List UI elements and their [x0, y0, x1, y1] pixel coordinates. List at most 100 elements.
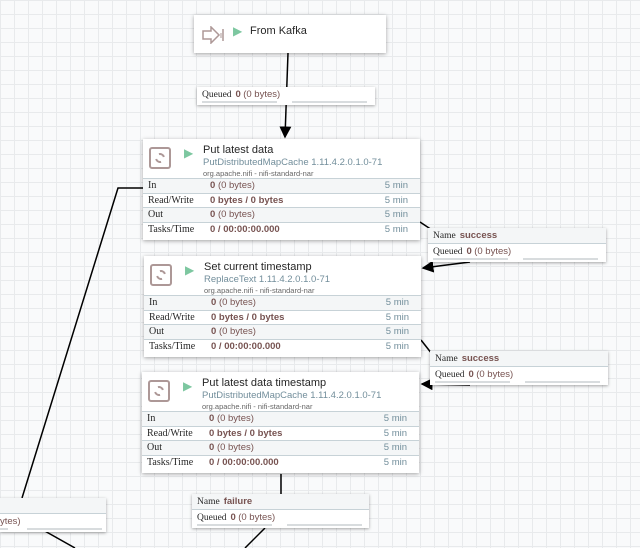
queued-count: 0 [466, 246, 472, 257]
processor-icon [149, 147, 171, 169]
stat-row: Read/Write 0 bytes / 0 bytes 5 min [143, 192, 420, 208]
stat-window: 5 min [384, 224, 408, 236]
stat-value: 0 bytes / 0 bytes [209, 427, 283, 439]
queued-size: ytes) [0, 516, 21, 527]
queued-size: (0 bytes) [476, 369, 514, 380]
queued-label: Queued [202, 90, 232, 100]
stat-value: 0 / 00:00:00.000 [211, 341, 281, 353]
stat-window: 5 min [385, 297, 409, 308]
stat-label: Out [147, 442, 162, 454]
queued-count: 0 [468, 369, 474, 380]
stat-value: (0 bytes) [216, 442, 254, 454]
stat-row: Out 0 (0 bytes) 5 min [142, 440, 419, 456]
stat-row: Out 0 (0 bytes) 5 min [144, 324, 421, 340]
stat-label: Out [148, 209, 163, 221]
queued-count: 0 [230, 512, 236, 523]
running-status-icon: ▶ [184, 146, 194, 160]
queued-label: Queued [433, 247, 463, 257]
stat-value: (0 bytes) [218, 326, 256, 338]
stat-row: Tasks/Time 0 / 00:00:00.000 5 min [142, 455, 419, 470]
stat-row: Out 0 (0 bytes) 5 min [143, 207, 420, 223]
stat-value: (0 bytes) [216, 413, 254, 424]
processor-type: PutDistributedMapCache 1.11.4.2.0.1.0-71 [203, 157, 383, 168]
running-status-icon: ▶ [233, 24, 243, 38]
stat-label: Tasks/Time [148, 224, 195, 236]
stat-value: (0 bytes) [218, 297, 256, 308]
stat-window: 5 min [383, 427, 407, 439]
processor-name: Set current timestamp [204, 261, 312, 273]
stat-window: 5 min [384, 194, 408, 206]
stat-label: In [148, 180, 157, 191]
connection-partial[interactable]: ytes) [0, 498, 106, 532]
name-label: Name [197, 497, 220, 507]
stat-window: 5 min [385, 326, 409, 338]
stat-count: 0 [211, 297, 217, 308]
stat-window: 5 min [383, 457, 407, 469]
input-port-name: From Kafka [250, 25, 307, 37]
connection-line[interactable] [42, 529, 76, 548]
processor[interactable]: ▶ Put latest data timestamp PutDistribut… [142, 372, 419, 473]
stat-label: Out [149, 326, 164, 338]
stat-label: Tasks/Time [149, 341, 196, 353]
stat-count: 0 [209, 413, 215, 424]
running-status-icon: ▶ [185, 263, 195, 277]
connection-name: failure [223, 496, 253, 507]
processor-icon [150, 264, 172, 286]
processor[interactable]: ▶ Put latest data PutDistributedMapCache… [143, 139, 420, 240]
processor-name: Put latest data [203, 144, 274, 156]
stat-window: 5 min [385, 311, 409, 323]
stat-window: 5 min [385, 341, 409, 353]
processor-name: Put latest data timestamp [202, 377, 327, 389]
stat-row: Tasks/Time 0 / 00:00:00.000 5 min [144, 339, 421, 354]
stat-count: 0 [209, 442, 215, 454]
stat-window: 5 min [383, 442, 407, 454]
stat-window: 5 min [383, 413, 407, 424]
name-label: Name [433, 231, 456, 241]
stat-count: 0 [210, 209, 216, 221]
queued-size: (0 bytes) [238, 512, 276, 523]
processor-icon [148, 380, 170, 402]
stat-row: In 0 (0 bytes) 5 min [143, 178, 420, 193]
stat-row: Tasks/Time 0 / 00:00:00.000 5 min [143, 222, 420, 237]
connection-line[interactable] [21, 187, 143, 499]
connection-name: success [461, 353, 500, 364]
stat-value: 0 bytes / 0 bytes [211, 311, 285, 323]
name-label: Name [435, 354, 458, 364]
stat-value: (0 bytes) [217, 180, 255, 191]
processor-type: PutDistributedMapCache 1.11.4.2.0.1.0-71 [202, 390, 382, 401]
connection-line[interactable] [421, 260, 471, 273]
input-port-icon [202, 26, 224, 44]
processor-bundle: org.apache.nifi - nifi-standard-nar [202, 402, 313, 411]
stat-value: 0 / 00:00:00.000 [209, 457, 279, 469]
processor[interactable]: ▶ Set current timestamp ReplaceText 1.11… [144, 256, 421, 357]
stat-label: Tasks/Time [147, 457, 194, 469]
stat-value: (0 bytes) [217, 209, 255, 221]
stat-value: 0 / 00:00:00.000 [210, 224, 280, 236]
processor-type: ReplaceText 1.11.4.2.0.1.0-71 [204, 274, 331, 285]
input-port-from-kafka[interactable]: ▶ From Kafka [194, 15, 386, 53]
stat-label: Read/Write [148, 194, 194, 206]
stat-window: 5 min [384, 209, 408, 221]
stat-row: In 0 (0 bytes) 5 min [142, 411, 419, 426]
stat-label: Read/Write [147, 427, 193, 439]
stat-count: 0 [211, 326, 217, 338]
stat-window: 5 min [384, 180, 408, 191]
queued-size: (0 bytes) [243, 89, 281, 100]
stat-count: 0 [210, 180, 216, 191]
stat-label: Read/Write [149, 311, 195, 323]
processor-bundle: org.apache.nifi - nifi-standard-nar [203, 169, 314, 178]
running-status-icon: ▶ [183, 379, 193, 393]
stat-row: Read/Write 0 bytes / 0 bytes 5 min [142, 425, 419, 441]
stat-label: In [147, 413, 156, 424]
connection-name: success [459, 230, 498, 241]
stat-row: Read/Write 0 bytes / 0 bytes 5 min [144, 309, 421, 325]
queued-label: Queued [435, 370, 465, 380]
stat-value: 0 bytes / 0 bytes [210, 194, 284, 206]
processor-bundle: org.apache.nifi - nifi-standard-nar [204, 286, 315, 295]
connection-line[interactable] [244, 527, 266, 548]
